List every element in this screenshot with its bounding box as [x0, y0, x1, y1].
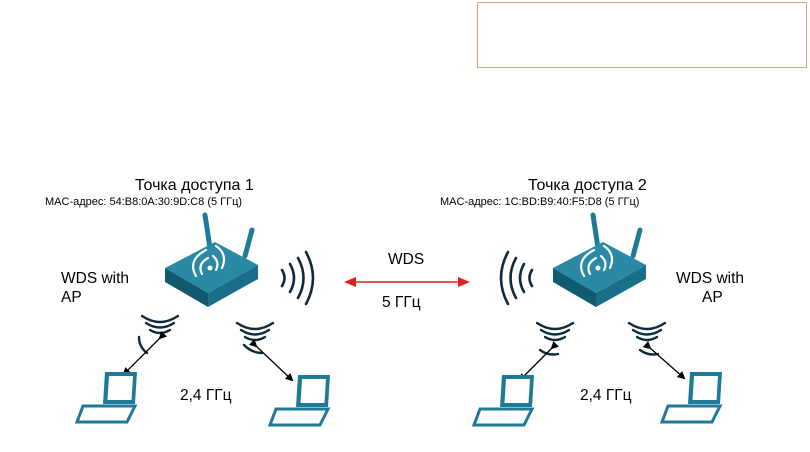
ap1-client-left-arrow: [122, 330, 168, 376]
ap2-client-right-arrow: [642, 341, 686, 380]
ap2-mac: MAC-адрес: 1C:BD:B9:40:F5:D8 (5 ГГц): [440, 196, 640, 208]
ap2-title: Точка доступа 2: [528, 177, 647, 194]
ap2-router-icon: [553, 215, 646, 307]
laptop-icon: [268, 373, 332, 427]
laptop-icon: [472, 373, 536, 427]
ap1-client-right-arrow: [248, 338, 294, 382]
ap2-client-waves-right-icon: [627, 321, 667, 356]
ap2-mode-line1: WDS with: [676, 270, 745, 287]
link-label: WDS: [388, 251, 425, 268]
ap2-client-waves-left-icon: [535, 321, 575, 356]
ap1-title: Точка доступа 1: [135, 177, 254, 194]
laptop-icon: [660, 370, 724, 424]
ap1-router-icon: [165, 215, 258, 307]
laptop-icon: [75, 370, 139, 424]
ap2-mode-line2: AP: [702, 289, 723, 306]
ap1-mode-line2: AP: [61, 289, 82, 306]
ap2-client-left-arrow: [518, 340, 560, 382]
ap1-mac: MAC-адрес: 54:B8:0A:30:9D:C8 (5 ГГц): [45, 196, 243, 208]
ap2-client-band: 2,4 ГГц: [580, 387, 632, 404]
ap1-client-waves-left-icon: [137, 314, 180, 355]
ap1-wifi-waves-icon: [280, 250, 315, 306]
client-link-arrows: [122, 330, 686, 382]
ap1-client-waves-right-icon: [235, 321, 275, 355]
ap2-wifi-waves-icon: [499, 250, 534, 306]
wds-link-arrow: [344, 277, 470, 287]
ap1-mode-line1: WDS with: [61, 270, 130, 287]
ap1-client-band: 2,4 ГГц: [180, 387, 232, 404]
link-band: 5 ГГц: [382, 294, 421, 311]
empty-frame: [477, 2, 807, 68]
